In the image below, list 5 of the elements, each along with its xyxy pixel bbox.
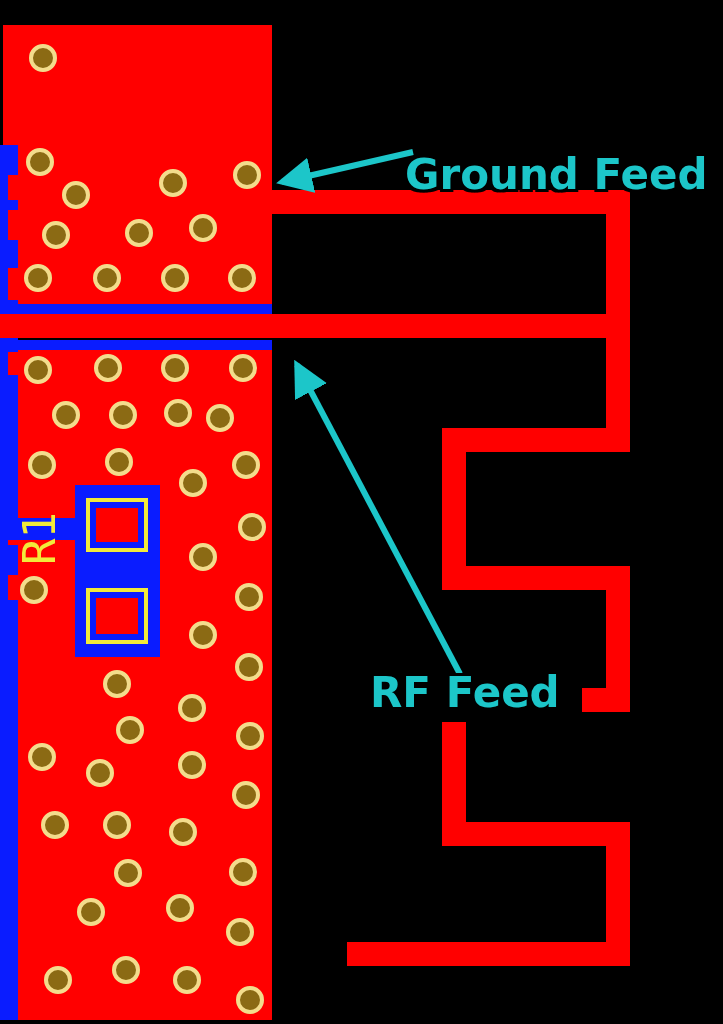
- feed-label: RF Feed: [370, 668, 560, 717]
- feed-label: Ground Feed: [405, 150, 708, 199]
- leader-arrow: [276, 149, 414, 193]
- leader-arrow: [294, 359, 463, 676]
- component-designator: R1: [14, 512, 65, 565]
